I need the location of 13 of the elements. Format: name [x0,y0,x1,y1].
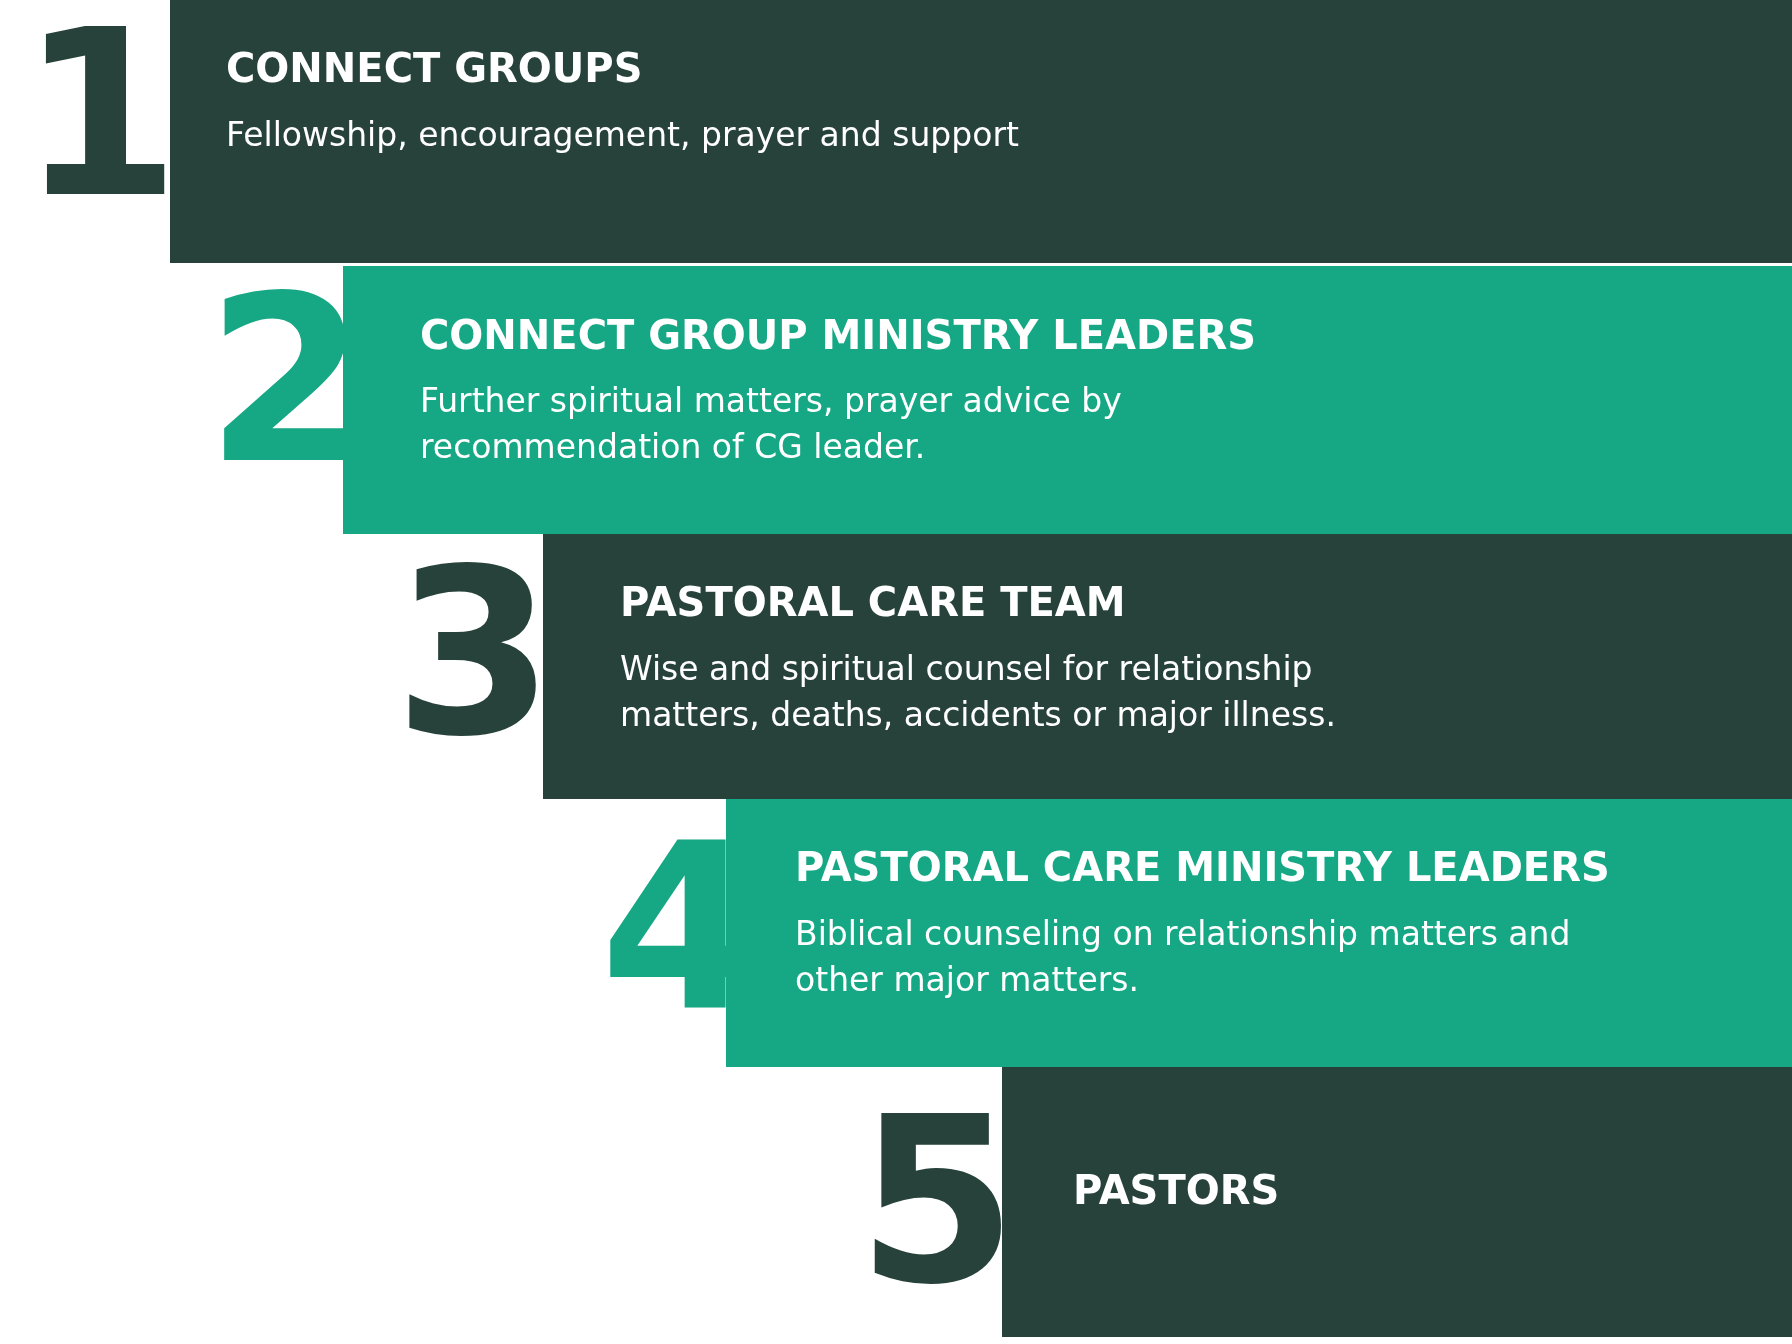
step-description: Wise and spiritual counsel for relationship matters, deaths, accidents or major illness. [620,648,1337,737]
step-number: 1 [20,0,173,230]
step-heading: PASTORAL CARE TEAM [620,579,1126,625]
step-number: 5 [857,1087,1010,1317]
step-heading: CONNECT GROUP MINISTRY LEADERS [420,312,1257,358]
step-description: Fellowship, encouragement, prayer and support [226,114,1020,156]
step-heading: PASTORS [1073,1167,1280,1213]
step-number: 2 [206,266,359,496]
step-description: Biblical counseling on relationship matters and other major matters. [795,913,1572,1002]
step-heading: CONNECT GROUPS [226,45,643,91]
step-number: 3 [394,539,547,769]
step-description: Further spiritual matters, prayer advice by recommendation of CG leader. [420,380,1123,469]
step-heading: PASTORAL CARE MINISTRY LEADERS [795,844,1610,890]
